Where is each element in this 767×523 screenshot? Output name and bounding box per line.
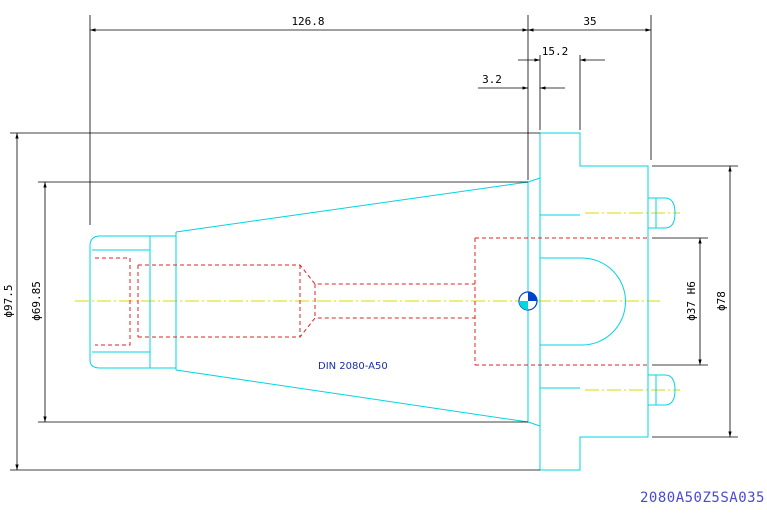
dim-step: 3.2 bbox=[482, 73, 502, 86]
flange-chamfer-top bbox=[527, 177, 541, 183]
dim-pilot-diameter: ϕ78 bbox=[715, 291, 728, 311]
lower-bolt bbox=[648, 374, 676, 406]
part-code: 2080A50Z5SA035 bbox=[640, 490, 765, 506]
hidden-lines bbox=[95, 237, 648, 366]
flange-chamfer-bottom bbox=[527, 421, 541, 427]
bore-bottom-hidden bbox=[138, 317, 475, 338]
taper-bottom-edge bbox=[175, 369, 529, 423]
dim-flange-length: 35 bbox=[583, 15, 596, 28]
rear-bore-hidden bbox=[474, 237, 648, 366]
origin-marker bbox=[518, 291, 538, 311]
dim-bore-diameter: ϕ37 H6 bbox=[685, 281, 698, 321]
bore-top-hidden bbox=[138, 264, 475, 285]
flange-outline bbox=[539, 132, 649, 471]
dim-shoulder: 15.2 bbox=[542, 45, 569, 58]
nose-collar bbox=[149, 235, 176, 369]
standard-note: DIN 2080-A50 bbox=[318, 361, 388, 372]
dim-flange-diameter: ϕ97.5 bbox=[2, 284, 15, 317]
centerlines bbox=[75, 212, 680, 391]
dim-overall-length: 126.8 bbox=[291, 15, 324, 28]
part-outline bbox=[89, 132, 676, 471]
dimension-lines bbox=[10, 15, 738, 471]
front-bore-hidden bbox=[95, 257, 131, 346]
taper-top-edge bbox=[175, 181, 529, 233]
flange-bore-arc bbox=[540, 257, 626, 346]
nose-outline bbox=[89, 235, 150, 369]
dim-taper-diameter: ϕ69.85 bbox=[30, 281, 43, 321]
upper-bolt bbox=[648, 197, 676, 229]
